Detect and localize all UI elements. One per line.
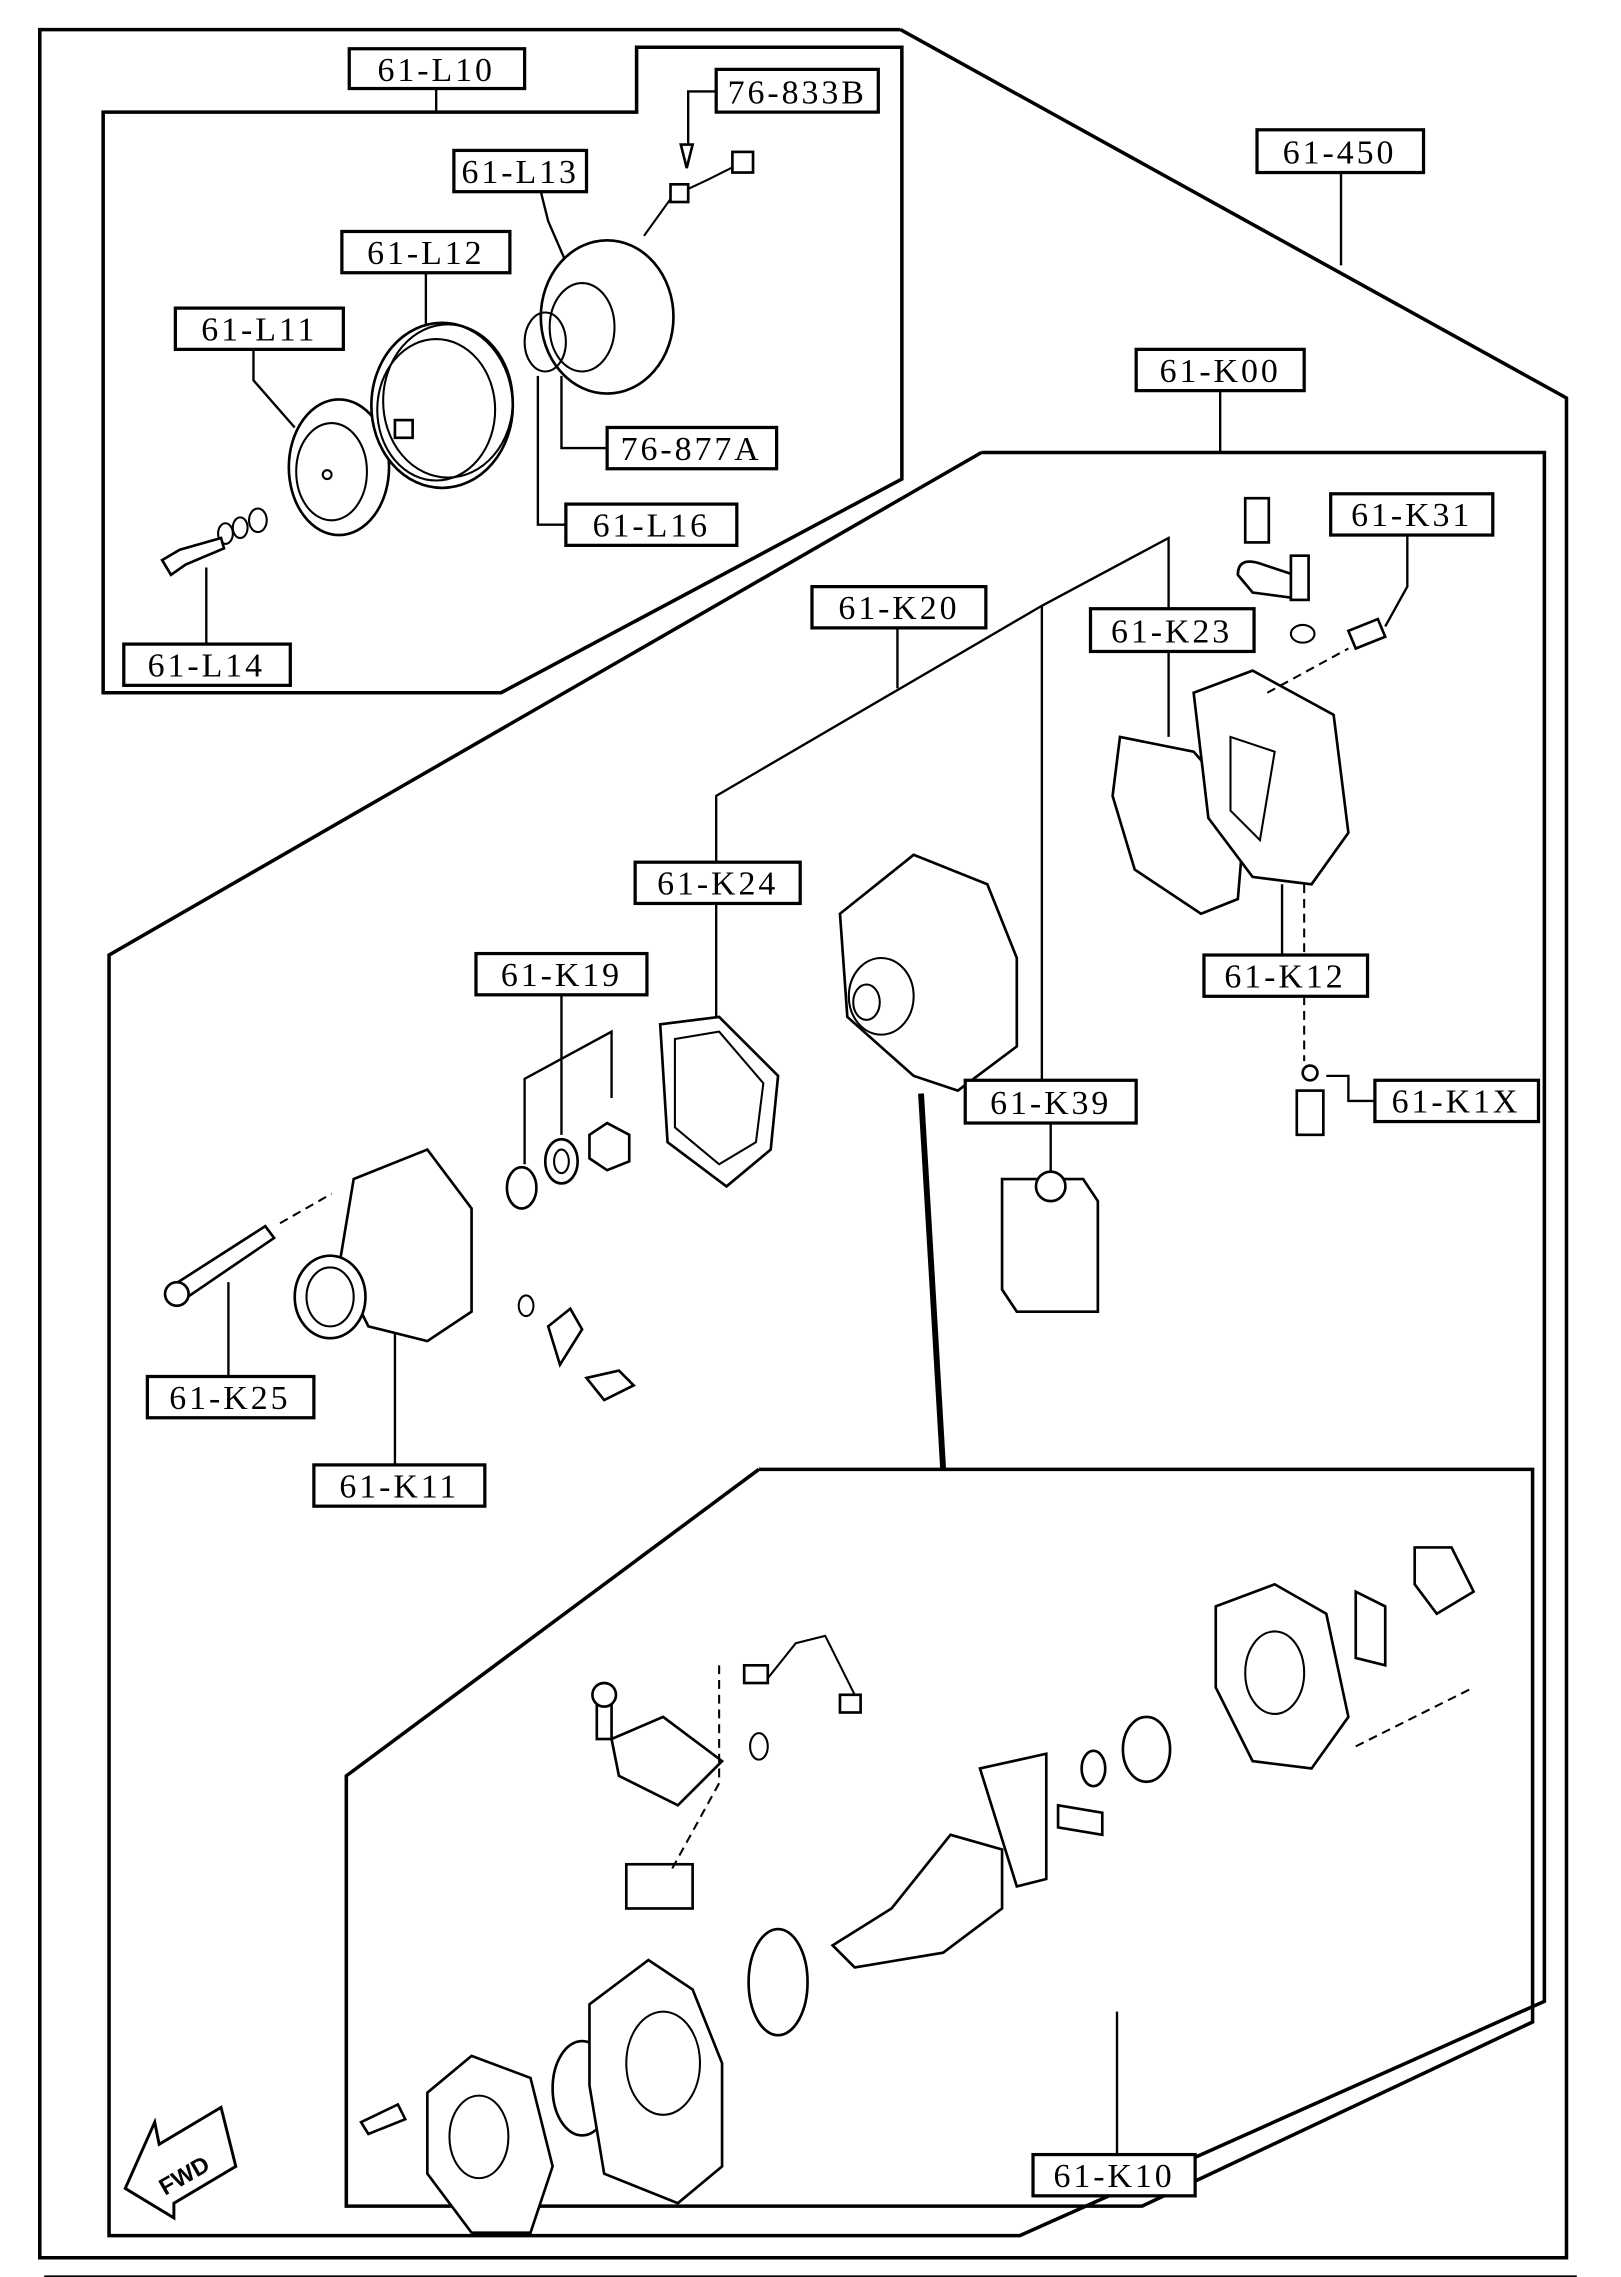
part-label-61-K25[interactable]: 61-K25: [145, 1374, 316, 1420]
frame-61-K00: [107, 450, 1547, 2238]
frame-61-L10: [101, 45, 904, 695]
clutch-parts: [160, 143, 755, 577]
frame-61-K10: [344, 1467, 1535, 2208]
label-text: 61-K1X: [1392, 1084, 1521, 1121]
part-label-61-L16[interactable]: 61-L16: [564, 502, 739, 547]
label-text: 61-L14: [148, 648, 265, 685]
part-label-61-K24[interactable]: 61-K24: [633, 860, 802, 906]
part-label-61-L11[interactable]: 61-L11: [173, 306, 345, 351]
label-text: 61-K10: [1053, 2158, 1174, 2195]
label-text: 76-833B: [728, 74, 867, 111]
part-label-61-L14[interactable]: 61-L14: [122, 642, 292, 687]
part-label-61-K12[interactable]: 61-K12: [1202, 953, 1370, 998]
part-label-61-K10[interactable]: 61-K10: [1031, 2152, 1197, 2198]
part-label-61-L10[interactable]: 61-L10: [347, 47, 527, 91]
label-text: 61-K20: [838, 590, 959, 627]
part-label-61-K31[interactable]: 61-K31: [1329, 492, 1495, 537]
part-label-61-K23[interactable]: 61-K23: [1088, 607, 1256, 654]
label-text: 61-450: [1283, 135, 1397, 172]
label-text: 61-K31: [1351, 497, 1472, 534]
part-label-61-L13[interactable]: 61-L13: [452, 148, 589, 194]
label-text: 61-K23: [1111, 614, 1232, 651]
label-text: 61-L16: [593, 508, 710, 545]
label-text: 61-L11: [201, 312, 317, 349]
leaders: [205, 88, 1409, 2155]
label-text: 61-K12: [1224, 958, 1345, 995]
part-label-61-K1X[interactable]: 61-K1X: [1373, 1078, 1541, 1124]
label-text: 61-K00: [1160, 353, 1281, 390]
label-text: 61-K11: [339, 1468, 459, 1505]
label-text: 61-L13: [461, 154, 578, 191]
part-label-61-K20[interactable]: 61-K20: [810, 585, 988, 630]
label-text: 61-K24: [657, 866, 778, 903]
part-label-61-K39[interactable]: 61-K39: [963, 1078, 1138, 1125]
label-text: 61-K39: [990, 1085, 1111, 1122]
part-label-76-877A[interactable]: 76-877A: [605, 425, 779, 471]
label-text: 61-L10: [377, 52, 494, 89]
frame-61-450: [38, 27, 1569, 2260]
part-label-61-K00[interactable]: 61-K00: [1134, 347, 1306, 393]
front-housing-parts: [163, 853, 1100, 1402]
part-label-61-L12[interactable]: 61-L12: [340, 229, 512, 275]
part-label-61-450[interactable]: 61-450: [1255, 128, 1426, 175]
label-text: 61-L12: [367, 235, 484, 272]
label-text: 61-K19: [501, 957, 622, 994]
part-label-61-K11[interactable]: 61-K11: [312, 1463, 487, 1508]
part-label-61-K19[interactable]: 61-K19: [474, 951, 649, 997]
rear-housing-parts: [1111, 496, 1387, 1137]
label-text: 61-K25: [169, 1380, 290, 1417]
part-label-76-833B[interactable]: 76-833B: [714, 67, 880, 114]
compressor-internal-parts: [359, 1546, 1476, 2235]
label-text: 76-877A: [621, 431, 762, 468]
fwd-arrow-icon: FWD: [123, 2105, 238, 2221]
